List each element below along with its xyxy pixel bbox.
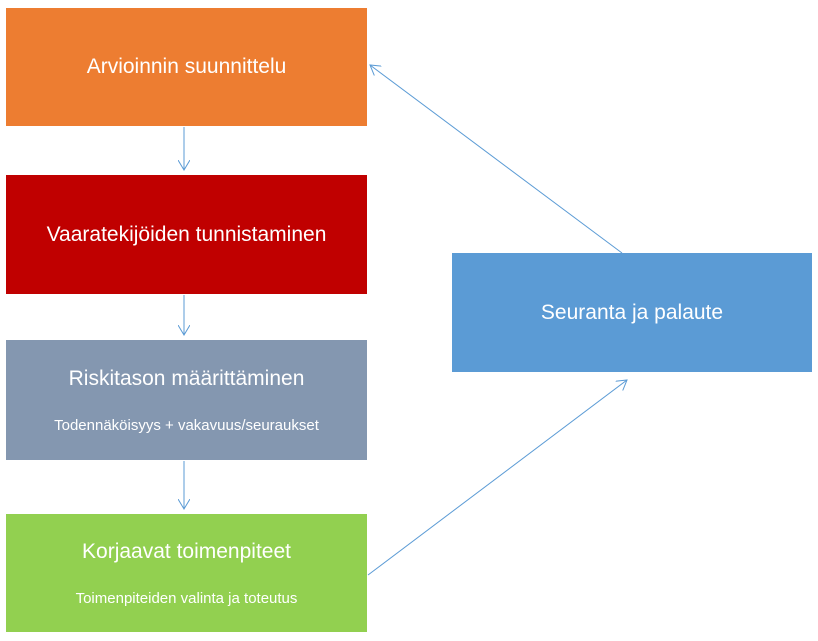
step-title: Arvioinnin suunnittelu: [86, 55, 287, 78]
step-title: Seuranta ja palaute: [540, 300, 724, 324]
step-seuranta-ja-palaute: Seuranta ja palaute: [452, 253, 812, 372]
arrow-feedback-to-step1: [370, 65, 623, 254]
step-title: Vaaratekijöiden tunnistaminen: [46, 222, 327, 246]
arrow-step4-to-feedback: [367, 380, 627, 576]
step-title: Riskitason määrittäminen: [68, 366, 305, 390]
step-korjaavat-toimenpiteet: Korjaavat toimenpiteet Toimenpiteiden va…: [6, 514, 367, 632]
step-subtitle: Toimenpiteiden valinta ja toteutus: [75, 589, 298, 607]
step-subtitle: Todennäköisyys + vakavuus/seuraukset: [54, 416, 319, 434]
step-vaaratekijoiden-tunnistaminen: Vaaratekijöiden tunnistaminen: [6, 175, 367, 294]
step-riskitason-maarittaminen: Riskitason määrittäminen Todennäköisyys …: [6, 340, 367, 460]
step-arvioinnin-suunnittelu: Arvioinnin suunnittelu: [6, 8, 367, 126]
step-title: Korjaavat toimenpiteet: [82, 539, 291, 563]
